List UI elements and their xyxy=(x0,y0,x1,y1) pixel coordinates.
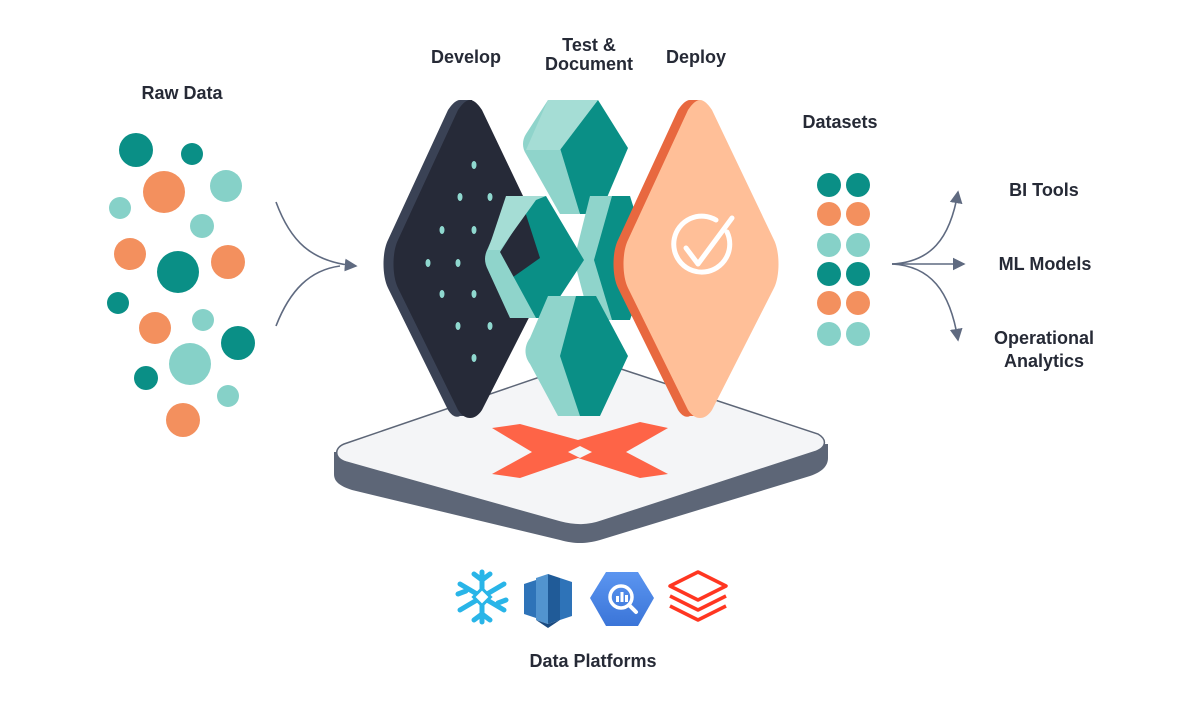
bigquery-icon xyxy=(590,572,654,626)
develop-label: Develop xyxy=(430,47,502,67)
raw-data-dots xyxy=(107,133,255,437)
snowflake-icon xyxy=(455,569,509,625)
bi-tools-label: BI Tools xyxy=(1009,180,1079,200)
redshift-icon xyxy=(524,574,572,628)
input-arrows xyxy=(275,201,358,327)
datasets-label: Datasets xyxy=(802,112,878,132)
check-circle-icon xyxy=(671,213,735,275)
test-document-label-line1: Test & xyxy=(562,35,616,55)
develop-diamond xyxy=(383,100,549,418)
data-platforms-label: Data Platforms xyxy=(529,651,657,671)
databricks-icon xyxy=(668,570,728,622)
operational-analytics-label-line2: Analytics xyxy=(1003,351,1085,371)
operational-analytics-label-line1: Operational xyxy=(993,328,1095,348)
raw-data-label: Raw Data xyxy=(141,83,223,103)
dataset-dots xyxy=(817,173,870,346)
deploy-diamond xyxy=(613,100,779,418)
ml-models-label: ML Models xyxy=(998,254,1092,274)
deploy-label: Deploy xyxy=(665,47,726,67)
test-document-blocks xyxy=(485,100,650,416)
output-arrows xyxy=(891,190,966,342)
test-document-label-line2: Document xyxy=(544,54,633,74)
